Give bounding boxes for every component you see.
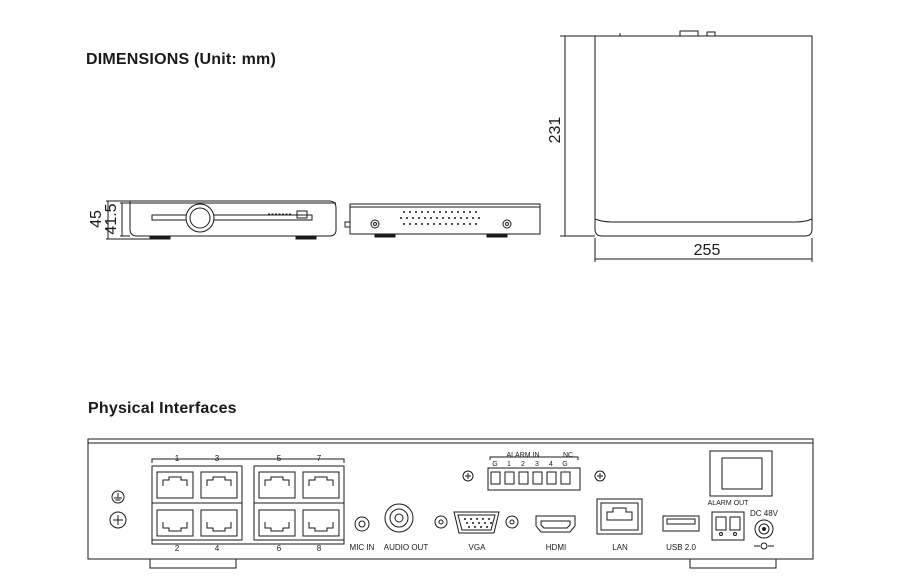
vga-pins	[464, 518, 492, 528]
lan-port	[596, 498, 643, 535]
poe-top-number-3: 3	[215, 454, 220, 463]
vga-label: VGA	[469, 543, 487, 552]
vga-port	[434, 511, 519, 534]
side-view	[344, 203, 541, 238]
alarm-in-title: ALARM IN	[506, 452, 539, 459]
height-dimension-lines	[106, 200, 150, 240]
alarm-pin-label: 4	[549, 461, 553, 468]
audio-out-jack	[384, 503, 414, 533]
alarm-out-label: ALARM OUT	[708, 500, 750, 507]
alarm-pin-label: 2	[521, 461, 525, 468]
dc-power-jack	[754, 519, 774, 550]
power-switch	[709, 450, 773, 497]
poe-top-number-7: 7	[317, 454, 322, 463]
poe-top-number-5: 5	[277, 454, 282, 463]
poe-port-block-right	[253, 465, 345, 541]
alarm-pin-label: G	[492, 461, 497, 468]
alarm-in-terminal	[462, 456, 606, 491]
hdmi-port	[535, 515, 576, 533]
depth-label: 231	[547, 117, 564, 144]
height-body-label: 41.5	[103, 203, 120, 234]
dimensions-heading: DIMENSIONS (Unit: mm)	[86, 51, 276, 68]
front-view	[129, 200, 337, 240]
poe-port-brackets	[151, 458, 345, 545]
alarm-out-terminal	[711, 511, 745, 541]
audio-out-label: AUDIO OUT	[384, 543, 429, 552]
dc-label: DC 48V	[750, 509, 779, 518]
poe-top-number-1: 1	[175, 454, 180, 463]
mic-in-label: MIC IN	[350, 543, 375, 552]
height-total-label: 45	[88, 210, 105, 228]
poe-bottom-number-6: 6	[277, 544, 282, 553]
width-label: 255	[694, 242, 721, 259]
usb-label: USB 2.0	[666, 543, 696, 552]
top-view	[594, 30, 813, 237]
rear-panel	[87, 438, 814, 569]
alarm-pin-label: 3	[535, 461, 539, 468]
usb-port	[662, 515, 700, 532]
alarm-pin-label: 1	[507, 461, 511, 468]
poe-port-block-left	[151, 465, 243, 541]
poe-bottom-number-2: 2	[175, 544, 180, 553]
hdmi-label: HDMI	[546, 543, 566, 552]
lan-label: LAN	[612, 543, 628, 552]
top-view-dimension-lines	[560, 35, 813, 262]
physical-interfaces-heading: Physical Interfaces	[88, 400, 237, 417]
poe-bottom-number-4: 4	[215, 544, 220, 553]
nc-label: NC	[563, 452, 573, 459]
side-vent-holes	[400, 211, 480, 225]
alarm-pin-label: G	[562, 461, 567, 468]
poe-bottom-number-8: 8	[317, 544, 322, 553]
mic-in-jack	[354, 516, 370, 532]
